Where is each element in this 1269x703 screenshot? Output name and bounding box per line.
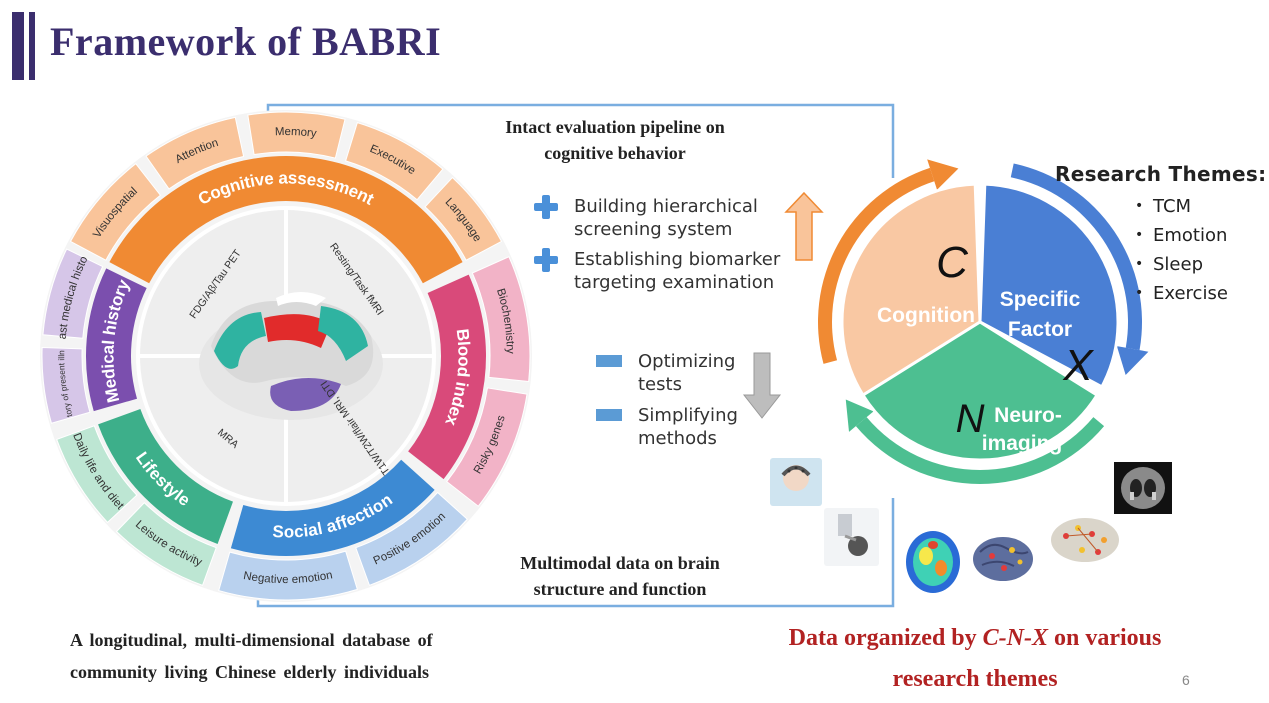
- square-item-1: Optimizing tests: [596, 350, 756, 396]
- wheel-label: Memory: [275, 126, 318, 140]
- wheel-subsegment: [355, 491, 469, 586]
- pipeline-bottom-caption: Multimodal data on brain structure and f…: [470, 550, 770, 602]
- plus-icon: [534, 195, 558, 219]
- specific-label-1: Specific: [1000, 288, 1081, 311]
- x-letter: X: [1062, 341, 1094, 390]
- specific-label-2: Factor: [1008, 318, 1072, 341]
- neuro-label-2: imaging: [982, 432, 1063, 455]
- theme-item: Emotion: [1135, 221, 1266, 250]
- cnx-summary-line2: research themes: [892, 666, 1058, 692]
- research-themes-heading: Research Themes:: [1055, 162, 1267, 186]
- research-themes: Research Themes: TCM Emotion Sleep Exerc…: [1055, 162, 1266, 308]
- brain-region: [270, 377, 341, 411]
- square-bullet-icon: [596, 409, 622, 421]
- wheel-subsegment: [56, 425, 138, 524]
- cnx-summary-prefix: Data organized by: [788, 625, 983, 651]
- plus-item-1-text: Building hierarchical screening system: [574, 196, 758, 240]
- plus-item-1: Building hierarchical screening system: [534, 195, 789, 241]
- plus-item-2-text: Establishing biomarker targeting examina…: [574, 249, 781, 293]
- brain-region: [318, 306, 368, 361]
- specific-factor-arrow-band: [1010, 163, 1142, 351]
- pipeline-top-line2: cognitive behavior: [544, 143, 686, 163]
- wheel-subsegment: [247, 111, 346, 159]
- page-title: Framework of BABRI: [50, 19, 442, 64]
- title-accent-bar-thin: [29, 12, 35, 80]
- cognition-label: Cognition: [877, 304, 975, 327]
- cnx-summary-line1: Data organized by C-N-X on various: [740, 618, 1210, 659]
- cognition-arrow-head: [927, 159, 959, 190]
- neuro-label-1: Neuro-: [994, 404, 1062, 427]
- database-description: A longitudinal, multi-dimensional databa…: [70, 624, 433, 688]
- neuroimaging-arrow-head: [845, 399, 874, 432]
- square-item-1-text: Optimizing tests: [638, 351, 736, 395]
- wheel-segment: [230, 459, 435, 556]
- wheel-segment: [408, 274, 486, 480]
- specific-factor-arrow-head: [1116, 346, 1149, 376]
- research-themes-list: TCM Emotion Sleep Exercise: [1055, 192, 1266, 308]
- c-letter: C: [936, 238, 969, 287]
- neuroimaging-arrow-band: [855, 417, 1105, 484]
- theme-item: TCM: [1135, 192, 1266, 221]
- theme-item: Exercise: [1135, 279, 1266, 308]
- wheel-subsegment: [446, 387, 528, 507]
- brain-region: [264, 314, 331, 348]
- wheel-subsegment: [69, 163, 162, 261]
- wheel-segment: [98, 409, 233, 544]
- pipeline-top-line1: Intact evaluation pipeline on: [505, 117, 725, 137]
- title-accent-bar: [12, 12, 24, 80]
- page-number: 6: [1182, 672, 1190, 688]
- wheel-subsegment: [471, 256, 531, 383]
- plus-item-2: Establishing biomarker targeting examina…: [534, 248, 799, 294]
- wheel-subsegment: [42, 248, 104, 339]
- plus-icon: [534, 248, 558, 272]
- square-bullet-icon: [596, 355, 622, 367]
- wheel-label: Negative emotion: [242, 569, 333, 586]
- specific-factor-segment: [978, 182, 1120, 389]
- wheel-subsegment: [345, 122, 444, 201]
- up-arrow-icon: [784, 191, 824, 261]
- pipeline-bottom-line1: Multimodal data on brain: [520, 553, 720, 573]
- cnx-summary-italic: C-N-X: [982, 625, 1048, 651]
- square-item-2: Simplifying methods: [596, 404, 756, 450]
- database-description-line2: community living Chinese elderly individ…: [70, 662, 430, 682]
- square-item-2-text: Simplifying methods: [638, 405, 738, 449]
- theme-item: Sleep: [1135, 250, 1266, 279]
- pipeline-bottom-line2: structure and function: [533, 579, 707, 599]
- brain-region: [276, 292, 326, 306]
- wheel-subsegment: [41, 346, 91, 424]
- neuroimaging-segment: [860, 320, 1100, 462]
- pipeline-top-caption: Intact evaluation pipeline on cognitive …: [455, 114, 775, 166]
- wheel-subsegment: [145, 116, 245, 190]
- wheel-segment: [86, 268, 147, 412]
- wheel-subsegment: [115, 502, 217, 586]
- wheel-subsegment: [218, 550, 358, 601]
- wheel-subsegment: [424, 176, 503, 261]
- database-description-line1: A longitudinal, multi-dimensional databa…: [70, 630, 433, 650]
- cognition-arrow-band: [818, 167, 935, 364]
- babri-wheel: Cognitive assessmentVisuospatialAttentio…: [40, 110, 532, 602]
- n-letter: N: [956, 397, 985, 441]
- cnx-summary: Data organized by C-N-X on various resea…: [740, 618, 1210, 700]
- cnx-summary-suffix: on various: [1047, 625, 1162, 651]
- brain-region: [214, 312, 266, 369]
- wheel-segment: [109, 156, 463, 284]
- down-arrow-icon: [742, 352, 782, 419]
